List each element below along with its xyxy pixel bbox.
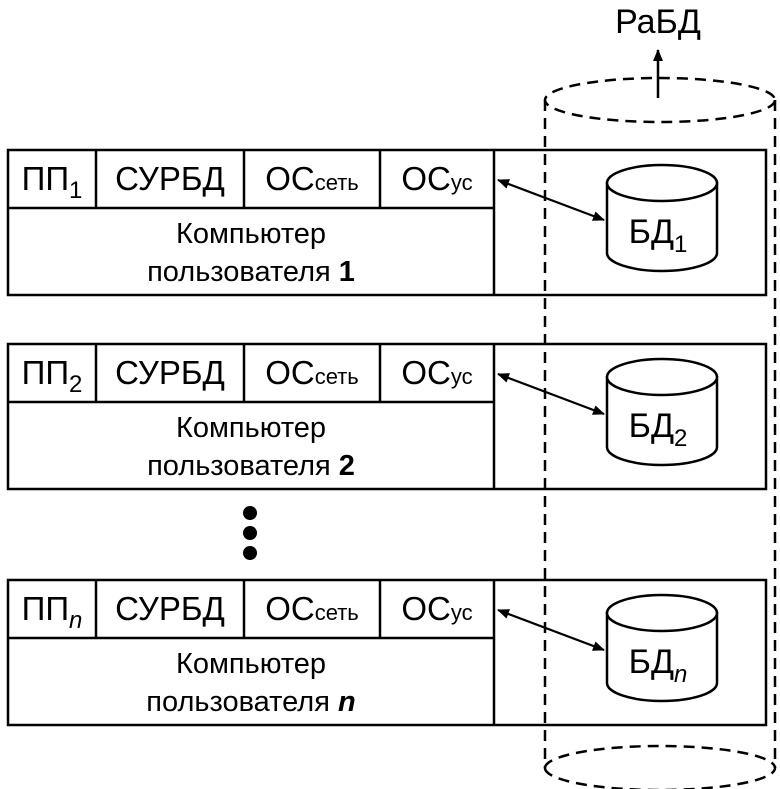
link-arrow (497, 178, 605, 222)
os-net-cell-label: ОСсеть (265, 160, 359, 197)
link-arrow (497, 372, 605, 416)
pp-cell-label: ПП1 (22, 160, 83, 204)
ellipsis-dot (243, 526, 257, 540)
computer-caption-line2: пользователя 2 (147, 450, 355, 482)
database-label: БД2 (629, 407, 688, 452)
os-us-cell-label: ОСус (401, 160, 472, 197)
computer-caption-line2: пользователя 1 (147, 256, 355, 288)
database-body (605, 181, 719, 273)
computer-frame (6, 578, 768, 727)
computer-frame (6, 148, 768, 297)
os-us-cell-label: ОСус (401, 354, 472, 391)
computer-frame (6, 342, 768, 491)
database-top (605, 357, 719, 397)
rabd-label: РаБД (615, 3, 701, 41)
ellipsis-dot (243, 506, 257, 520)
ellipsis-dot (243, 546, 257, 560)
database-cylinder (605, 593, 719, 703)
database-body (605, 611, 719, 703)
rabd-cylinder-bottom (543, 767, 777, 789)
ellipsis-dots (243, 506, 257, 560)
database-top (605, 163, 719, 203)
database-body (605, 375, 719, 467)
surbd-cell-label: СУРБД (115, 160, 225, 197)
pp-cell-label: ППn (22, 590, 83, 634)
computer-caption-line1: Компьютер (176, 412, 326, 444)
link-arrow (497, 608, 605, 652)
database-top (605, 593, 719, 633)
os-net-cell-label: ОСсеть (265, 354, 359, 391)
pp-cell-label: ПП2 (22, 354, 83, 398)
surbd-cell-label: СУРБД (115, 590, 225, 627)
database-cylinder (605, 163, 719, 273)
database-cylinder (605, 357, 719, 467)
computer-caption-line1: Компьютер (176, 648, 326, 680)
rabd-cylinder-top (543, 76, 777, 124)
computer-caption-line2: пользователя n (146, 686, 355, 718)
rabd-cylinder-bottom-back (543, 744, 777, 769)
os-us-cell-label: ОСус (401, 590, 472, 627)
surbd-cell-label: СУРБД (115, 354, 225, 391)
os-net-cell-label: ОСсеть (265, 590, 359, 627)
database-label: БДn (629, 643, 688, 688)
database-label: БД1 (629, 213, 688, 258)
computer-caption-line1: Компьютер (176, 218, 326, 250)
